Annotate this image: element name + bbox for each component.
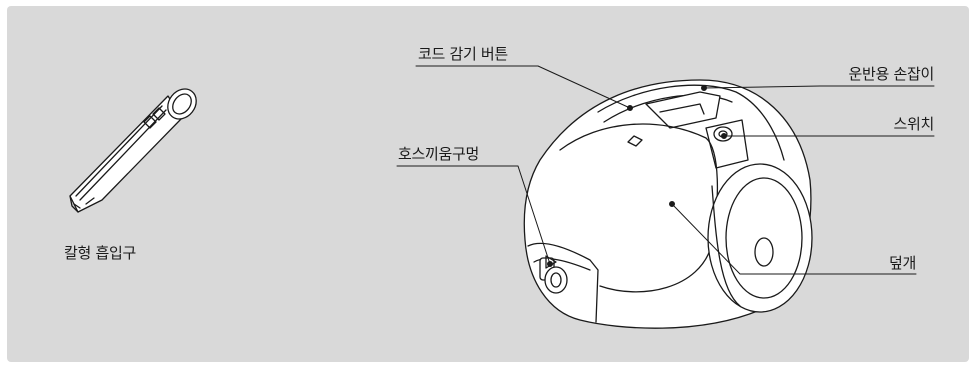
label-cover: 덮개	[888, 254, 916, 272]
label-carry-handle: 운반용 손잡이	[848, 65, 935, 83]
dot-hose-socket	[547, 261, 553, 267]
leader-cover	[671, 203, 917, 275]
leader-lines	[396, 65, 935, 275]
label-cord-rewind-button: 코드 감기 버튼	[418, 45, 508, 63]
crevice-nozzle-caption: 칼형 흡입구	[64, 244, 136, 262]
label-switch: 스위치	[893, 115, 934, 133]
dot-cord-rewind	[627, 105, 633, 111]
vacuum-body-illustration	[523, 79, 813, 329]
leader-cord-rewind	[415, 65, 631, 109]
label-hose-socket: 호스끼움구멍	[398, 145, 480, 163]
dot-switch	[721, 133, 727, 139]
crevice-nozzle-illustration	[69, 88, 197, 213]
dot-cover	[669, 201, 675, 207]
leader-hose-socket	[396, 165, 551, 265]
dot-carry-handle	[701, 85, 707, 91]
leader-carry-handle	[703, 85, 935, 89]
